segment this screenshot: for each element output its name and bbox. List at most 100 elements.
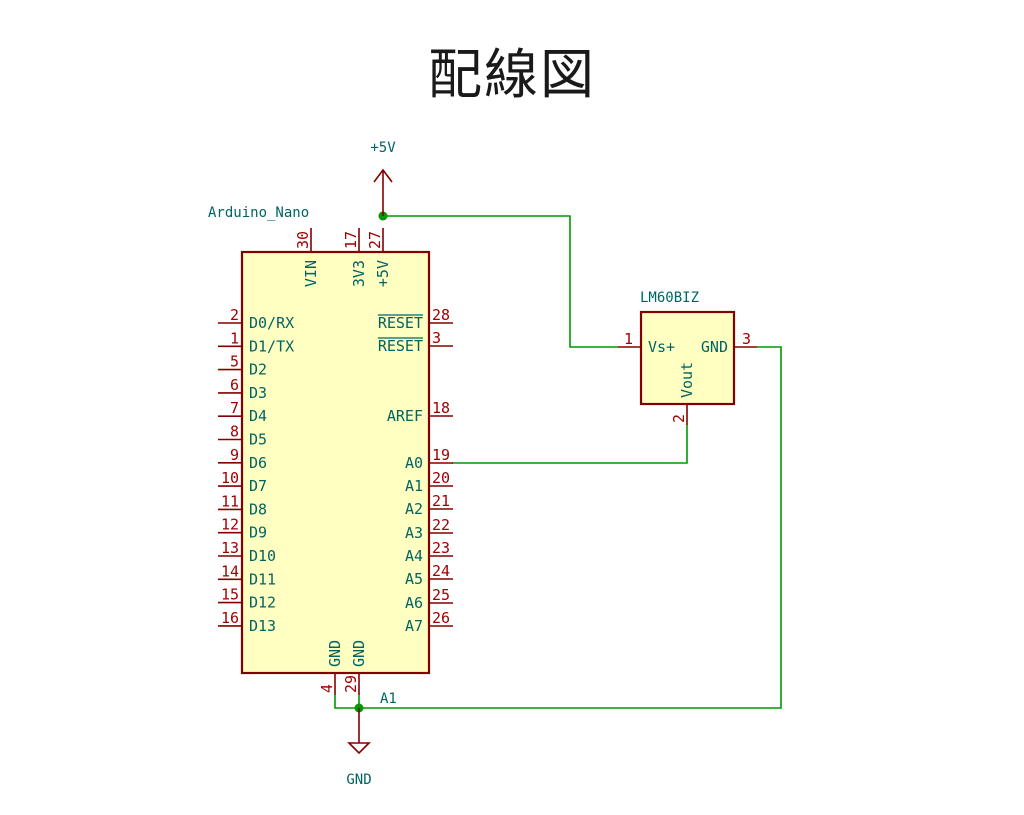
wire-gnd-to-sensor-gnd	[359, 346, 782, 709]
pin-name: D3	[249, 384, 267, 402]
pin-number: 9	[230, 446, 239, 464]
pin-number: 23	[432, 539, 450, 557]
pin-name: Vs+	[648, 338, 675, 356]
pin-name: D6	[249, 454, 267, 472]
sensor-value-label: LM60BIZ	[640, 290, 699, 306]
pin-number: 15	[221, 586, 239, 604]
pin-left-d6: 9 D6	[218, 446, 267, 472]
pin-name: A5	[405, 570, 423, 588]
pin-number: 30	[294, 231, 312, 249]
pin-left-d13: 16 D13	[218, 609, 276, 635]
pin-bottom-gnd-29: 29 GND	[342, 640, 368, 695]
pin-number: 11	[221, 492, 239, 510]
pin-name: GND	[326, 640, 344, 667]
pin-name: GND	[701, 338, 728, 356]
pin-number: 29	[342, 675, 360, 693]
pin-name: D0/RX	[249, 314, 294, 332]
pin-number: 19	[432, 446, 450, 464]
pin-name: RESET	[378, 314, 423, 332]
pin-name: D2	[249, 361, 267, 379]
pin-name: A6	[405, 594, 423, 612]
pin-number: 18	[432, 399, 450, 417]
pin-number: 7	[230, 399, 239, 417]
pin-number: 10	[221, 469, 239, 487]
sensor-pin-gnd: 3 GND	[701, 330, 757, 356]
pin-name: D7	[249, 477, 267, 495]
pin-number: 25	[432, 586, 450, 604]
pin-number: 17	[342, 231, 360, 249]
pin-number: 3	[742, 330, 751, 348]
pin-left-d3: 6 D3	[218, 376, 267, 402]
pin-right-reset-28: 28 RESET	[377, 306, 453, 332]
arduino-ref-label: A1	[380, 691, 397, 707]
wire-5v-to-vs	[383, 215, 618, 348]
pin-number: 1	[230, 329, 239, 347]
pin-number: 20	[432, 469, 450, 487]
pin-name: D11	[249, 570, 276, 588]
pin-name: D8	[249, 500, 267, 518]
pin-left-d7: 10 D7	[218, 469, 267, 495]
pin-number: 8	[230, 423, 239, 441]
pin-name: VIN	[302, 260, 320, 287]
pin-name: 3V3	[350, 260, 368, 287]
pin-number: 22	[432, 516, 450, 534]
pin-number: 2	[670, 414, 688, 423]
wire-vout-to-a0	[452, 425, 688, 464]
pin-number: 27	[366, 231, 384, 249]
pin-number: 6	[230, 376, 239, 394]
pin-name: D13	[249, 617, 276, 635]
pin-left-d11: 14 D11	[218, 562, 276, 588]
arduino-bottom-pins: 4 GND 29 GND	[318, 640, 368, 695]
pin-name: A1	[405, 477, 423, 495]
pin-name: RESET	[378, 337, 423, 355]
pin-right-a5: 24 A5	[405, 562, 453, 588]
pin-number: 28	[432, 306, 450, 324]
pin-number: 24	[432, 562, 450, 580]
pin-name: GND	[350, 640, 368, 667]
power-5v-label: +5V	[370, 140, 396, 156]
page-title: 配線図	[428, 43, 596, 106]
pin-left-d10: 13 D10	[218, 539, 276, 565]
pin-left-d4: 7 D4	[218, 399, 267, 425]
power-gnd-symbol: GND	[346, 708, 372, 788]
pin-right-a1: 20 A1	[405, 469, 453, 495]
pin-bottom-gnd-4: 4 GND	[318, 640, 344, 695]
pin-number: 13	[221, 539, 239, 557]
pin-name: AREF	[387, 407, 423, 425]
pin-number: 16	[221, 609, 239, 627]
pin-number: 3	[432, 329, 441, 347]
arduino-right-pins: 28RESET3RESET18AREF19A020A121A222A323A42…	[377, 306, 453, 635]
pin-name: D10	[249, 547, 276, 565]
wires	[334, 211, 782, 713]
pin-left-d8: 11 D8	[218, 492, 267, 518]
pin-number: 4	[318, 684, 336, 693]
arduino-value-label: Arduino_Nano	[208, 205, 309, 221]
pin-number: 21	[432, 492, 450, 510]
pin-name: D12	[249, 594, 276, 612]
pin-number: 12	[221, 516, 239, 534]
wire-gnd-bridge	[334, 695, 359, 709]
pin-number: 14	[221, 562, 239, 580]
sensor-pin-vs: 1 Vs+	[618, 330, 675, 356]
pin-name: A3	[405, 524, 423, 542]
pin-name: D4	[249, 407, 267, 425]
power-5v-symbol: +5V	[370, 140, 396, 216]
pin-right-reset-3: 3 RESET	[377, 329, 453, 355]
pin-right-aref: 18 AREF	[387, 399, 453, 425]
pin-number: 1	[624, 330, 633, 348]
pin-top-3v3: 17 3V3	[342, 228, 368, 287]
